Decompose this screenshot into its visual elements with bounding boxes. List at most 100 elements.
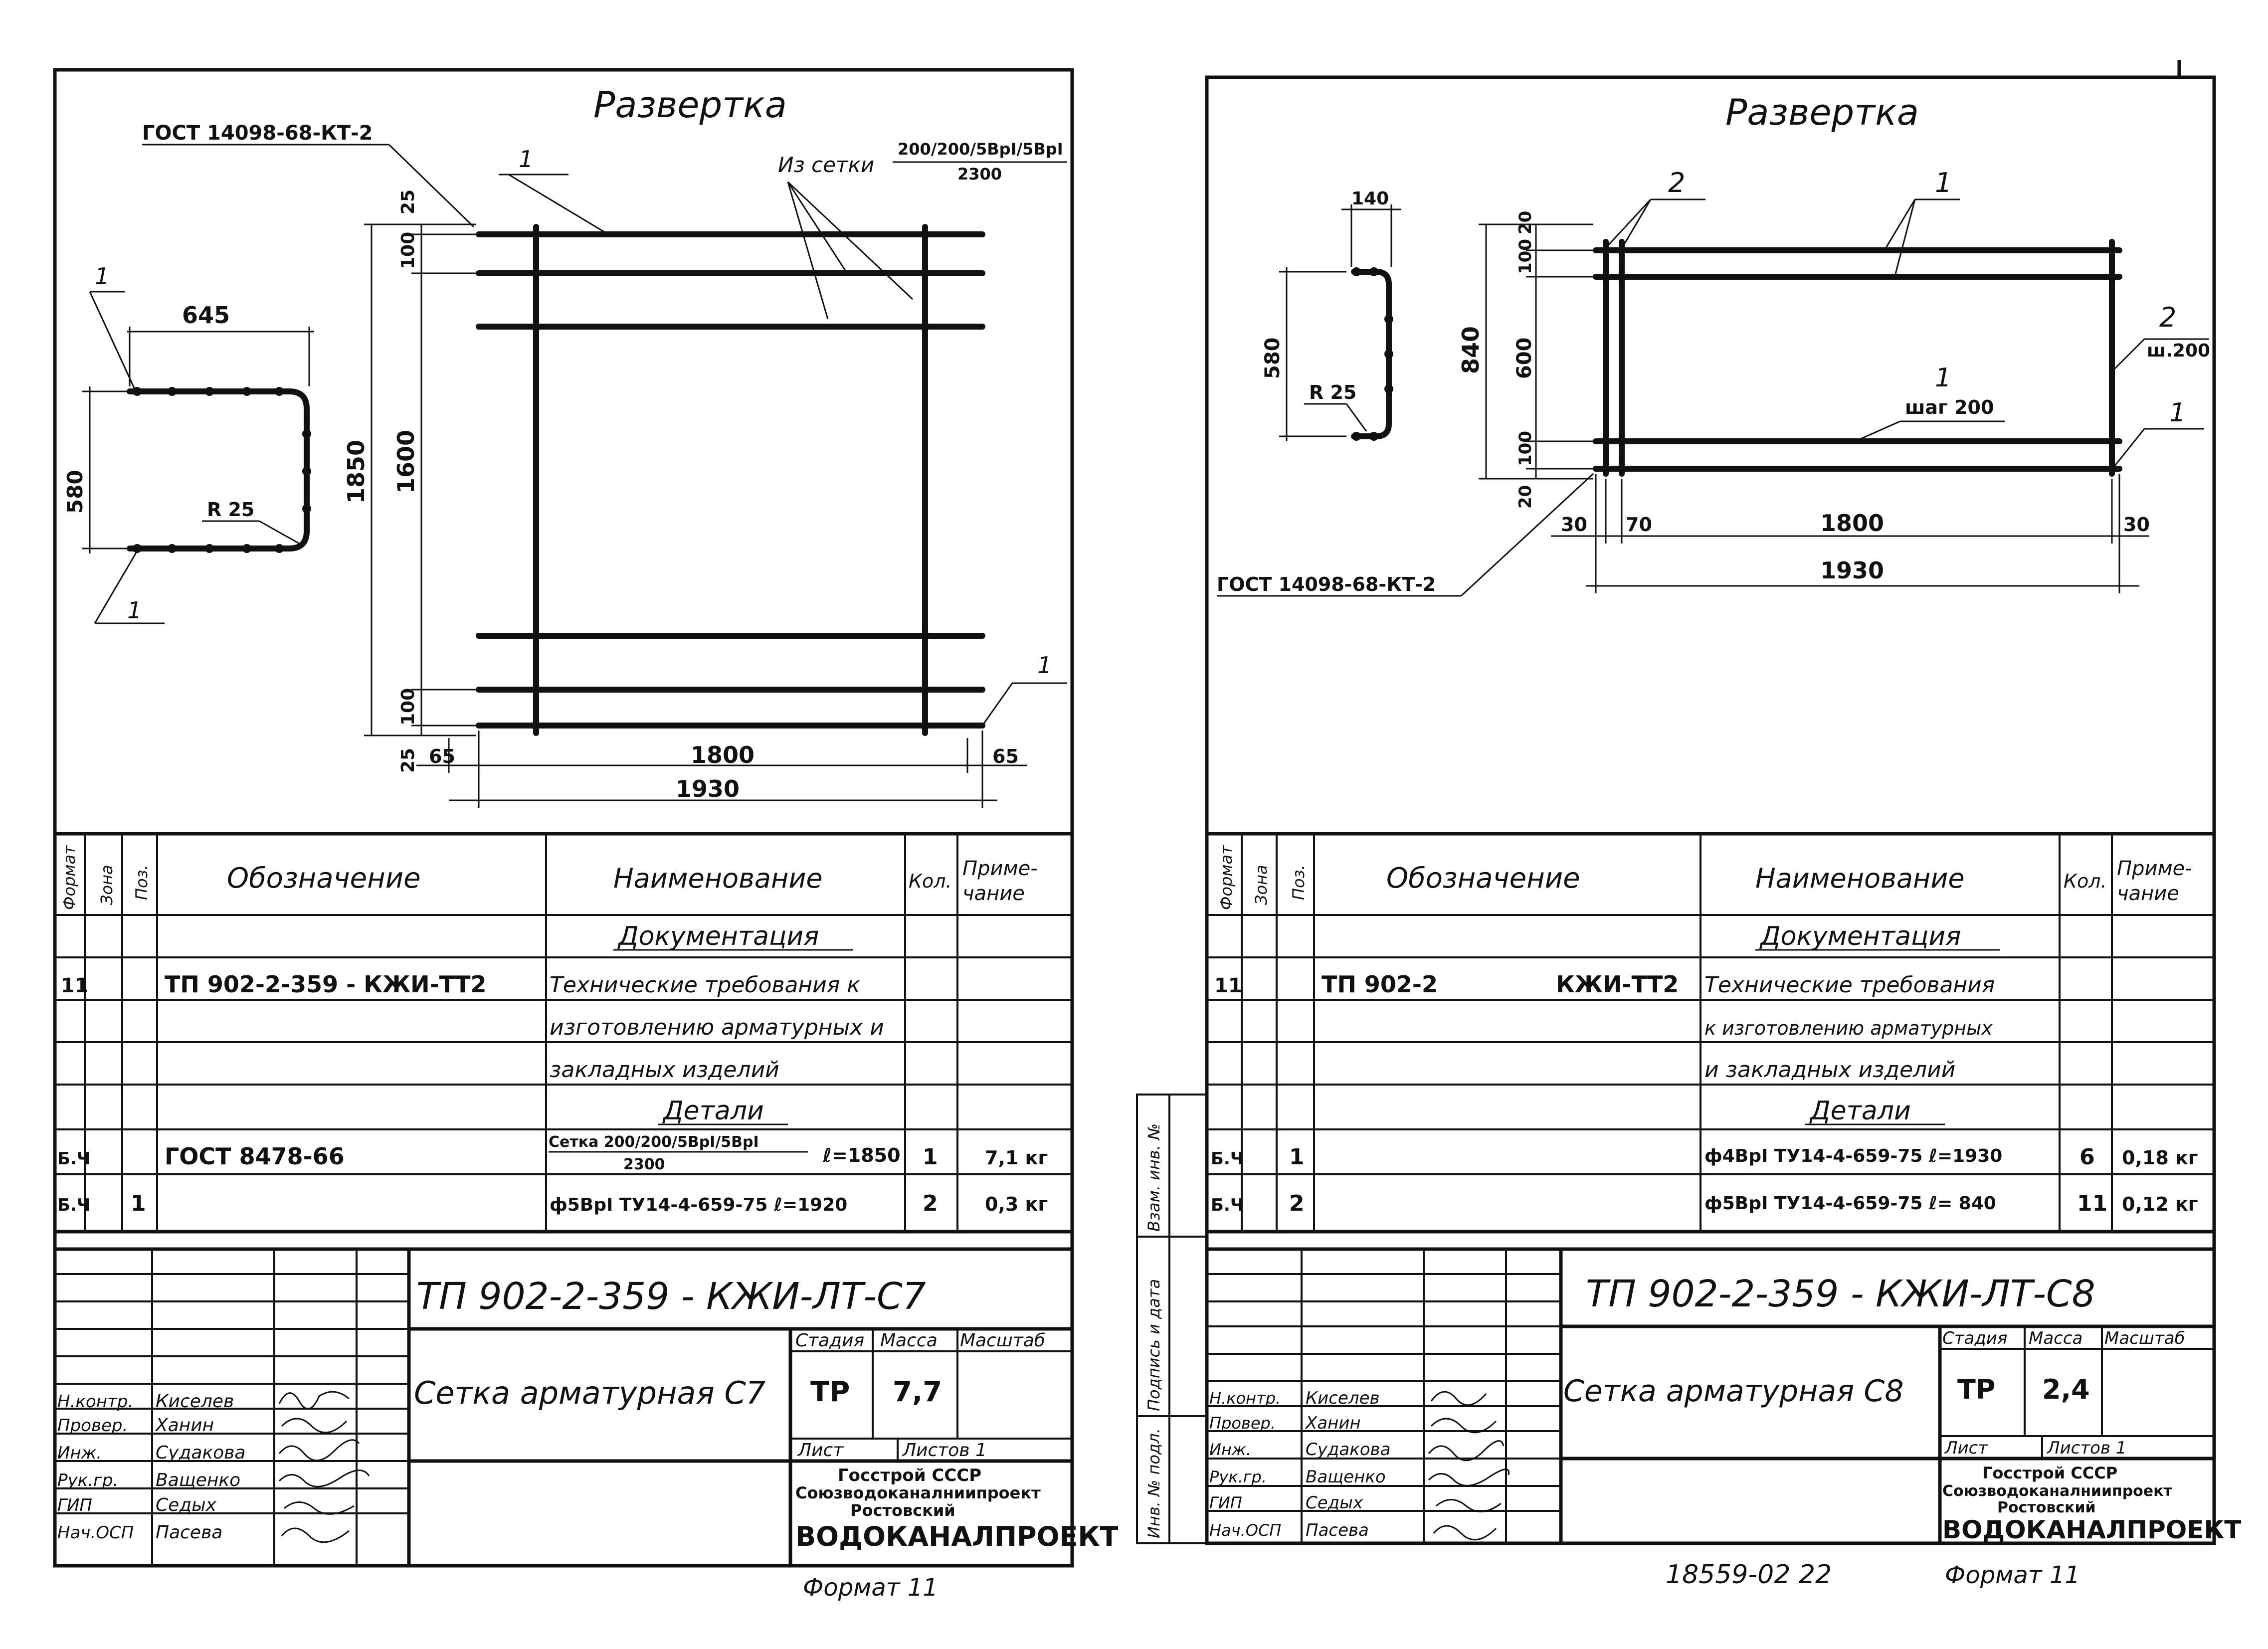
left-r1-note: 7,1 кг bbox=[985, 1147, 1048, 1169]
left-dim-top25: 25 bbox=[398, 189, 418, 214]
right-profile-h: 580 bbox=[1261, 338, 1284, 379]
left-r1-qty: 1 bbox=[923, 1144, 938, 1170]
right-stage-h: Стадия bbox=[1942, 1328, 2007, 1348]
right-section-docs: Документация bbox=[1759, 921, 1961, 951]
right-r2-qty: 11 bbox=[2077, 1191, 2107, 1216]
right-dim-top20: 20 bbox=[1515, 211, 1535, 234]
right-pos2-side: 2 bbox=[2159, 302, 2176, 333]
left-spec-table bbox=[55, 832, 1072, 1234]
sheet-right-frame bbox=[1205, 75, 2216, 1545]
right-r1-pos: 1 bbox=[1289, 1144, 1305, 1170]
right-pos1-bottom: 1 bbox=[2169, 398, 2186, 428]
right-org-2: Союзводоканалниипроект bbox=[1942, 1482, 2172, 1500]
left-doc-designation: ТП 902-2-359 - КЖИ-ТТ2 bbox=[165, 971, 487, 998]
right-section-parts: Детали bbox=[1809, 1096, 1911, 1126]
left-r1-format: Б.Ч bbox=[57, 1149, 90, 1169]
right-col-qty: Кол. bbox=[2064, 870, 2107, 892]
left-dim-w65a: 65 bbox=[429, 745, 455, 767]
right-org-1: Госстрой СССР bbox=[1982, 1464, 2117, 1482]
right-doc-format: 11 bbox=[1214, 974, 1242, 997]
left-signatures: Н.контр. Провер. Инж. Рук.гр. ГИП Нач.ОС… bbox=[57, 1391, 370, 1543]
left-stage: ТР bbox=[810, 1376, 850, 1408]
right-dim-bot100: 100 bbox=[1515, 431, 1535, 466]
left-title-name: Сетка арматурная С7 bbox=[414, 1375, 765, 1411]
svg-text:Судакова: Судакова bbox=[1306, 1440, 1390, 1460]
right-scale-h: Масштаб bbox=[2104, 1328, 2185, 1348]
right-dim-top100: 100 bbox=[1515, 239, 1535, 274]
right-dim-30a: 30 bbox=[1561, 514, 1587, 536]
right-dim-1930: 1930 bbox=[1820, 557, 1884, 584]
left-col-designation: Обозначение bbox=[227, 862, 421, 895]
left-mass: 7,7 bbox=[893, 1376, 942, 1408]
left-from-mesh: Из сетки bbox=[778, 153, 874, 177]
svg-text:Ващенко: Ващенко bbox=[156, 1470, 240, 1490]
right-col-note: Приме- bbox=[2117, 857, 2192, 880]
right-dim-600: 600 bbox=[1513, 338, 1536, 379]
left-org-3: Ростовский bbox=[850, 1501, 955, 1520]
left-r1-name-den: 2300 bbox=[623, 1156, 665, 1173]
right-doc-name-1: Технические требования bbox=[1704, 972, 1995, 998]
left-profile-h: 580 bbox=[63, 470, 87, 514]
right-dim-70: 70 bbox=[1626, 514, 1652, 536]
svg-text:Киселев: Киселев bbox=[156, 1391, 234, 1412]
left-dim-1850: 1850 bbox=[343, 440, 370, 504]
left-col-zone: Зона bbox=[97, 865, 116, 905]
right-mesh bbox=[1593, 239, 2122, 477]
left-format: Формат 11 bbox=[803, 1574, 938, 1602]
right-side-stamp bbox=[1136, 1094, 1208, 1544]
svg-text:Седых: Седых bbox=[156, 1495, 217, 1515]
left-sheets-h: Листов 1 bbox=[902, 1440, 987, 1461]
right-gost-weld: ГОСТ 14098-68-КТ-2 bbox=[1217, 573, 1436, 595]
right-dim-840: 840 bbox=[1457, 326, 1484, 374]
left-r2-qty: 2 bbox=[923, 1191, 938, 1216]
right-stamp-inv: Инв. № подл. bbox=[1144, 1428, 1163, 1538]
left-gost-weld: ГОСТ 14098-68-КТ-2 bbox=[142, 122, 373, 145]
right-profile bbox=[1351, 267, 1393, 441]
left-r2-note: 0,3 кг bbox=[985, 1193, 1048, 1215]
left-stage-h: Стадия bbox=[795, 1330, 864, 1351]
svg-text:ГИП: ГИП bbox=[57, 1495, 92, 1515]
right-r2-format: Б.Ч bbox=[1211, 1195, 1244, 1215]
svg-text:Рук.гр.: Рук.гр. bbox=[1209, 1467, 1267, 1486]
svg-text:Инж.: Инж. bbox=[1209, 1440, 1251, 1459]
svg-text:чание: чание bbox=[962, 882, 1025, 905]
right-stamp-replace: Взам. инв. № bbox=[1144, 1123, 1163, 1232]
left-profile bbox=[127, 387, 311, 553]
right-profile-w: 140 bbox=[1351, 188, 1389, 209]
right-col-name: Наименование bbox=[1755, 863, 1965, 894]
left-profile-r: R 25 bbox=[207, 499, 254, 521]
left-dim-1600: 1600 bbox=[392, 430, 419, 494]
right-col-pos: Поз. bbox=[1289, 865, 1308, 900]
right-org-3: Ростовский bbox=[1997, 1499, 2096, 1516]
right-heading: Развертка bbox=[1725, 91, 1919, 133]
left-dim-bot25: 25 bbox=[398, 748, 418, 773]
svg-text:Провер.: Провер. bbox=[57, 1416, 128, 1436]
left-dim-1930: 1930 bbox=[676, 775, 740, 802]
left-heading: Развертка bbox=[593, 84, 787, 126]
right-r2-pos: 2 bbox=[1289, 1191, 1305, 1216]
left-col-note: Приме- bbox=[962, 857, 1038, 880]
svg-text:Ханин: Ханин bbox=[1305, 1413, 1361, 1433]
svg-text:Нач.ОСП: Нач.ОСП bbox=[1209, 1521, 1281, 1540]
right-pos1-mid: 1 bbox=[1935, 363, 1951, 393]
svg-text:Ващенко: Ващенко bbox=[1306, 1467, 1386, 1487]
left-org-1: Госстрой СССР bbox=[838, 1466, 981, 1485]
left-col-name: Наименование bbox=[613, 863, 823, 894]
right-doc-name-3: и закладных изделий bbox=[1704, 1057, 1955, 1083]
right-archive-no: 18559-02 22 bbox=[1666, 1560, 1832, 1590]
right-r1-name: ф4ВрI ТУ14-4-659-75 ℓ=1930 bbox=[1704, 1146, 2002, 1166]
right-doc-name-2: к изготовлению арматурных bbox=[1704, 1017, 1993, 1039]
left-dim-bot100: 100 bbox=[398, 688, 418, 726]
left-profile-w: 645 bbox=[182, 302, 230, 329]
left-org-4: ВОДОКАНАЛПРОЕКТ bbox=[795, 1521, 1119, 1552]
left-doc-name-2: изготовлению арматурных и bbox=[550, 1015, 884, 1040]
right-title-name: Сетка арматурная С8 bbox=[1563, 1374, 1904, 1409]
right-r1-note: 0,18 кг bbox=[2122, 1147, 2198, 1169]
right-r1-format: Б.Ч bbox=[1211, 1149, 1244, 1169]
right-stamp-sign: Подпись и дата bbox=[1144, 1279, 1163, 1411]
left-profile-pos1-a: 1 bbox=[95, 263, 109, 290]
left-title-block bbox=[55, 1247, 1072, 1566]
left-r2-pos: 1 bbox=[131, 1191, 146, 1216]
left-pos1-top: 1 bbox=[519, 146, 533, 173]
